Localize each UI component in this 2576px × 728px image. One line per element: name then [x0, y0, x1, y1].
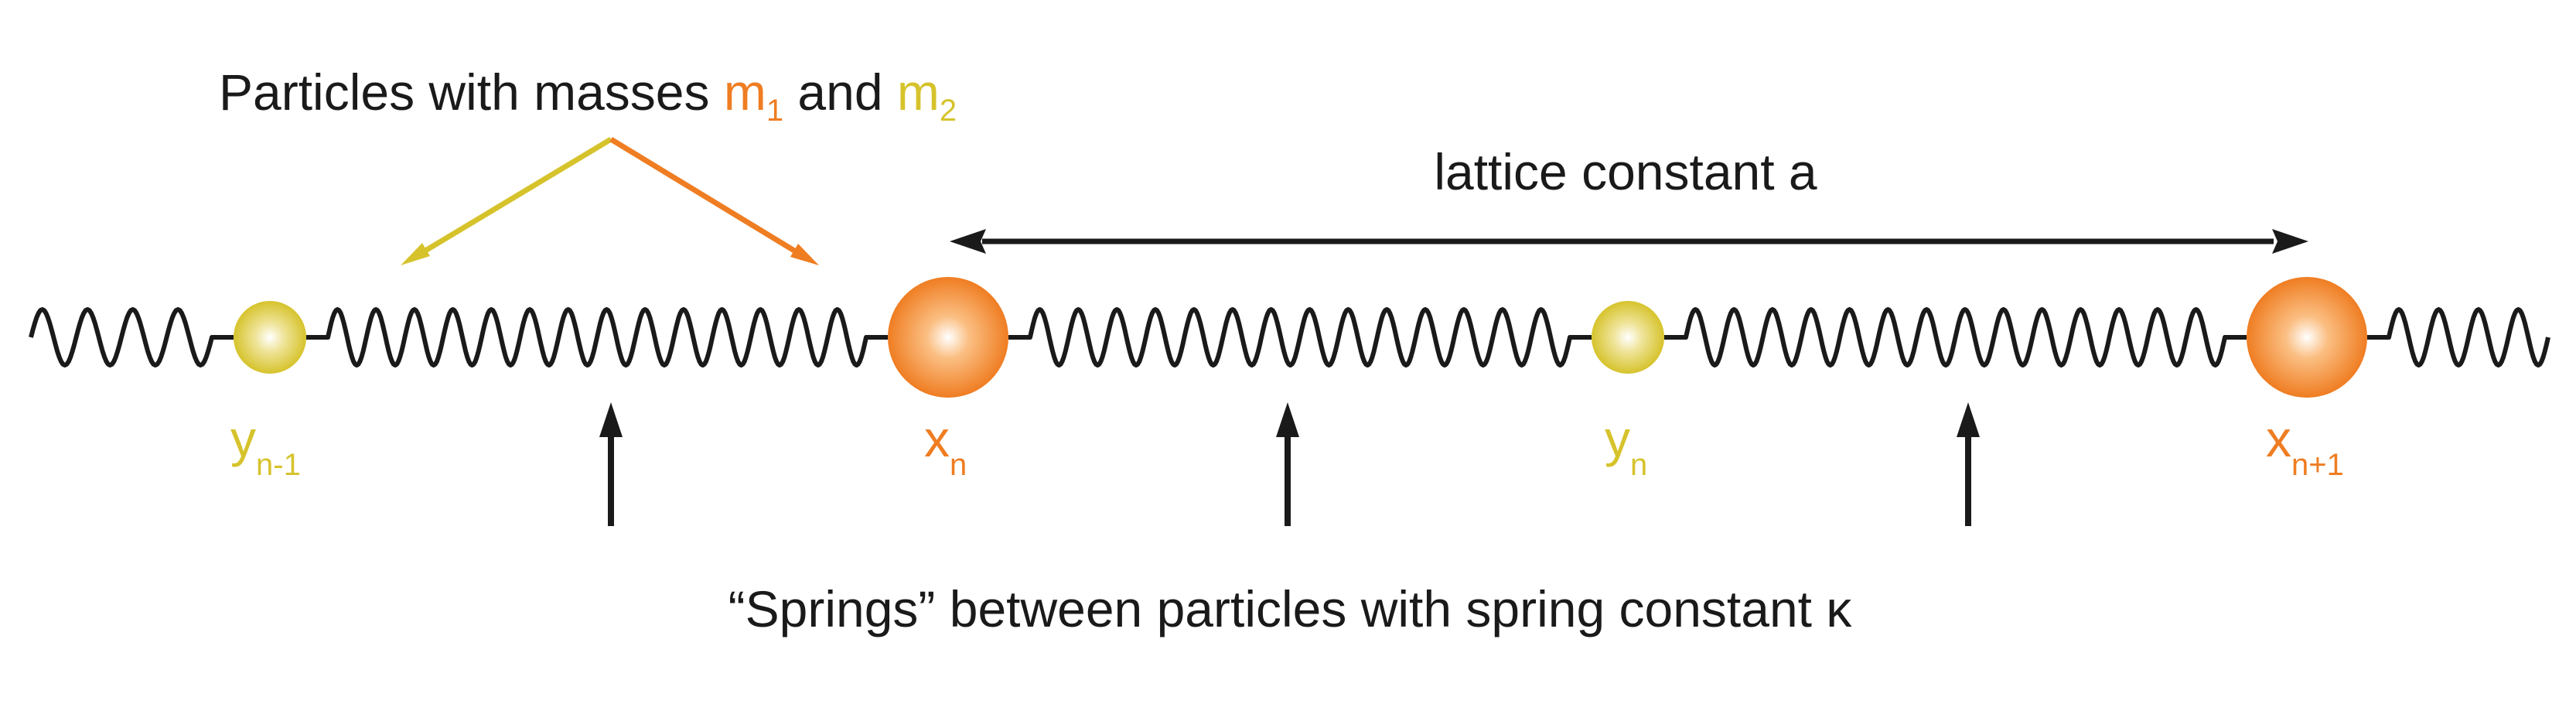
springs-caption: “Springs” between particles with spring …: [728, 580, 1853, 637]
particle-y-n: [1592, 301, 1664, 374]
mass-pointer-arrows: [401, 136, 819, 265]
particle-labels: yn-1 xn yn xn+1: [230, 410, 2344, 482]
label-x-n-plus-1: xn+1: [2266, 410, 2344, 482]
label-y-n-1: yn-1: [230, 410, 301, 482]
spring-arrow-1: [599, 402, 623, 526]
particles: [234, 277, 2367, 398]
spring-arrow-3: [1957, 402, 1980, 526]
spring-segment-4: [1664, 307, 2247, 367]
mass-m2-label: m: [897, 63, 940, 121]
yellow-pointer-arrow: [416, 136, 612, 258]
particle-y-n-1: [234, 301, 306, 374]
particle-x-n: [888, 277, 1008, 398]
spring-arrow-2: [1276, 402, 1299, 526]
masses-title-and: and: [783, 63, 897, 121]
lattice-arrowhead-right: [2272, 229, 2308, 254]
orange-pointer-arrow: [609, 137, 804, 258]
spring-pointer-arrows: [599, 402, 1980, 526]
orange-pointer-arrowhead: [790, 244, 819, 265]
label-x-n: xn: [924, 410, 967, 482]
particle-x-n-plus-1: [2247, 277, 2367, 398]
mass-m2-subscript: 2: [940, 94, 957, 128]
mass-m1-subscript: 1: [766, 94, 783, 128]
spring-segment-1: [29, 307, 234, 367]
masses-title-prefix: Particles with masses: [219, 63, 724, 121]
lattice-constant-label: lattice constant a: [1434, 143, 1817, 200]
spring-segment-2: [306, 307, 888, 367]
yellow-pointer-arrowhead: [401, 243, 430, 265]
mass-m1-label: m: [724, 63, 766, 121]
lattice-arrowhead-left: [950, 229, 986, 254]
lattice-constant-arrow: [950, 229, 2308, 254]
spring-chain: [29, 307, 2550, 367]
masses-title: Particles with masses m1 and m2: [219, 63, 957, 128]
spring-segment-3: [1008, 307, 1592, 367]
spring-segment-5: [2367, 307, 2550, 367]
label-y-n: yn: [1605, 410, 1647, 482]
